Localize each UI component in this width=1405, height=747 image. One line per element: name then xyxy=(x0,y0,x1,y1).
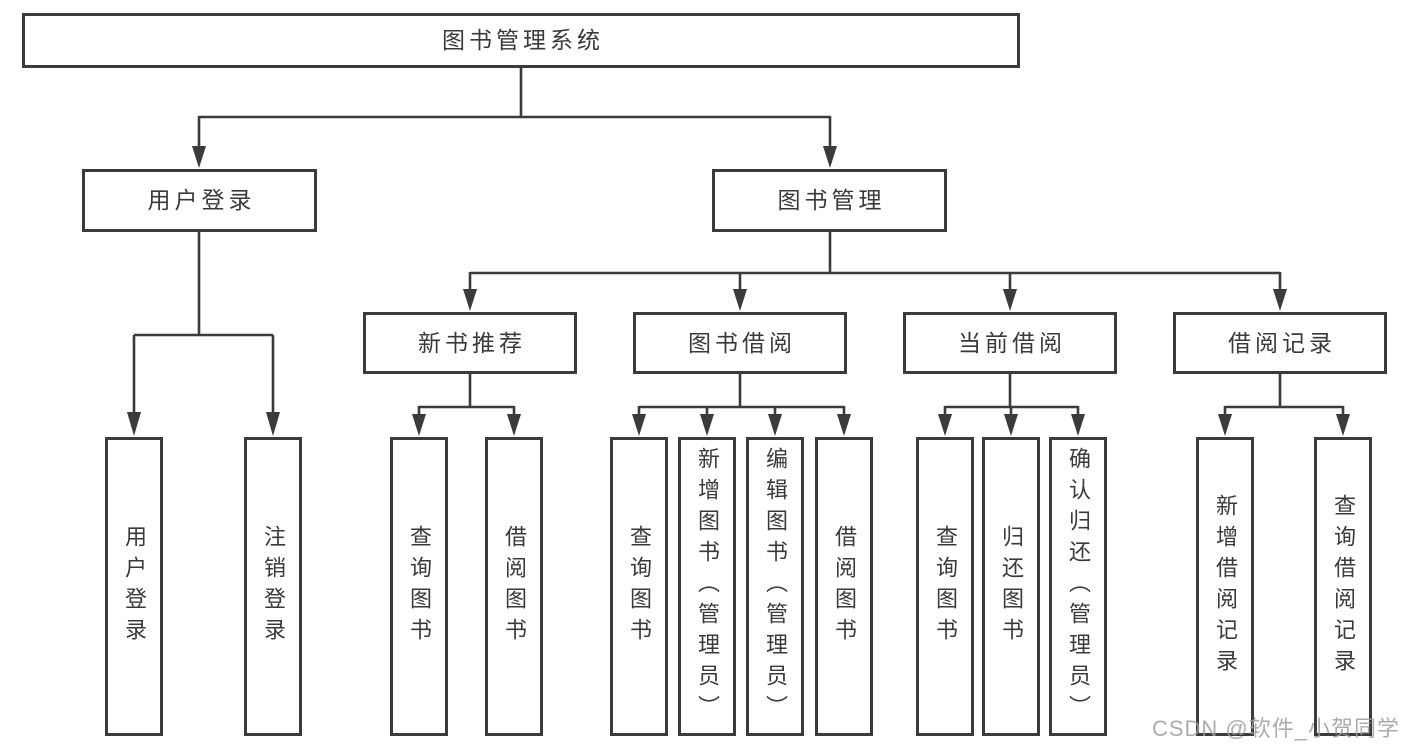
leaf-borrow-books: 借阅图书 xyxy=(815,437,873,736)
node-user-login: 用户登录 xyxy=(82,169,317,232)
leaf-user-login: 用户登录 xyxy=(105,437,163,736)
node-label: 新增图书（管理员） xyxy=(695,447,720,726)
leaf-logout-login: 注销登录 xyxy=(244,437,302,736)
connector-stems xyxy=(132,68,1345,421)
leaf-add-borrow-record: 新增借阅记录 xyxy=(1196,437,1254,736)
leaf-confirm-return-admin: 确认归还（管理员） xyxy=(1049,437,1107,736)
node-label: 当前借阅 xyxy=(958,329,1066,356)
node-new-book-recommend: 新书推荐 xyxy=(363,312,577,374)
leaf-borrow-books-recommend: 借阅图书 xyxy=(485,437,543,736)
node-label: 归还图书 xyxy=(999,524,1024,649)
node-label: 查询图书 xyxy=(627,524,652,649)
node-library-management-system: 图书管理系统 xyxy=(22,13,1020,68)
node-label: 确认归还（管理员） xyxy=(1066,447,1091,726)
leaf-query-borrow-record: 查询借阅记录 xyxy=(1314,437,1372,736)
leaf-return-books: 归还图书 xyxy=(982,437,1040,736)
node-label: 用户登录 xyxy=(147,187,256,213)
leaf-query-books-borrow: 查询图书 xyxy=(610,437,668,736)
node-label: 图书管理系统 xyxy=(442,27,604,53)
node-book-borrow: 图书借阅 xyxy=(633,312,847,374)
leaf-add-books-admin: 新增图书（管理员） xyxy=(678,437,736,736)
node-label: 查询图书 xyxy=(407,524,432,649)
node-label: 新书推荐 xyxy=(418,329,526,356)
node-borrow-records: 借阅记录 xyxy=(1173,312,1387,374)
node-label: 用户登录 xyxy=(122,524,147,649)
node-label: 查询图书 xyxy=(933,524,958,649)
node-label: 图书借阅 xyxy=(688,329,796,356)
node-label: 图书管理 xyxy=(777,187,886,213)
connector-arrowheads xyxy=(127,146,1350,436)
leaf-edit-books-admin: 编辑图书（管理员） xyxy=(746,437,804,736)
leaf-query-books-recommend: 查询图书 xyxy=(390,437,448,736)
node-label: 注销登录 xyxy=(261,524,286,649)
node-book-management: 图书管理 xyxy=(712,169,947,232)
leaf-query-books-current: 查询图书 xyxy=(916,437,974,736)
node-label: 借阅图书 xyxy=(832,524,857,649)
node-label: 借阅记录 xyxy=(1228,329,1336,356)
node-label: 查询借阅记录 xyxy=(1331,493,1356,680)
node-current-borrow: 当前借阅 xyxy=(903,312,1117,374)
node-label: 编辑图书（管理员） xyxy=(763,447,788,726)
node-label: 借阅图书 xyxy=(502,524,527,649)
csdn-watermark: CSDN @软件_小贺同学 xyxy=(1151,716,1400,741)
node-label: 新增借阅记录 xyxy=(1213,493,1238,680)
